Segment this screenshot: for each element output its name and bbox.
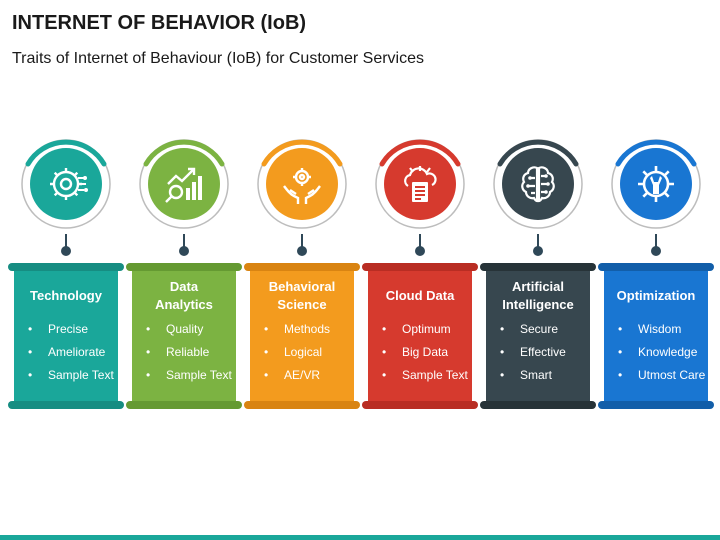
trait-bullet-item: Knowledge	[614, 344, 706, 361]
connector-dot	[533, 246, 543, 256]
trait-bullet-item: Optimum	[378, 321, 470, 338]
trait-bullet-item: Precise	[24, 321, 116, 338]
trait-title: Behavioral Science	[250, 277, 354, 315]
trait-column: OptimizationWisdomKnowledgeUtmost Care	[598, 130, 714, 412]
trait-bullet-item: Quality	[142, 321, 234, 338]
trait-bullet-item: Reliable	[142, 344, 234, 361]
trait-column: Cloud DataOptimumBig DataSample Text	[362, 130, 478, 412]
trait-title: Cloud Data	[368, 277, 472, 315]
trait-title-text: Technology	[30, 288, 102, 303]
trait-card: Artificial IntelligenceSecureEffectiveSm…	[480, 263, 596, 409]
connector-line	[655, 234, 657, 251]
trait-title-text: Data Analytics	[155, 279, 213, 312]
connector-dot	[297, 246, 307, 256]
connector-line	[419, 234, 421, 251]
scroll-roll-top	[362, 263, 478, 271]
scroll-roll-bottom	[362, 401, 478, 409]
page-title: INTERNET OF BEHAVIOR (IoB)	[12, 12, 307, 34]
trait-bullet-item: Sample Text	[142, 367, 234, 384]
connector-dot	[61, 246, 71, 256]
trait-bullet-item: Smart	[496, 367, 588, 384]
trait-card-body: Cloud DataOptimumBig DataSample Text	[368, 267, 472, 405]
connector-line	[537, 234, 539, 251]
trait-card-body: Behavioral ScienceMethodsLogicalAE/VR	[250, 267, 354, 405]
trait-bullet-list: QualityReliableSample Text	[142, 321, 234, 390]
chip-gear-icon	[30, 148, 102, 220]
hands-gear-icon	[266, 148, 338, 220]
page-subtitle: Traits of Internet of Behaviour (IoB) fo…	[12, 50, 425, 67]
trait-card-body: Artificial IntelligenceSecureEffectiveSm…	[486, 267, 590, 405]
scroll-roll-top	[480, 263, 596, 271]
scroll-roll-bottom	[126, 401, 242, 409]
trait-title-text: Artificial Intelligence	[502, 279, 574, 312]
gear-wrench-icon	[620, 148, 692, 220]
trait-card: Behavioral ScienceMethodsLogicalAE/VR	[244, 263, 360, 409]
scroll-roll-top	[126, 263, 242, 271]
trait-bullet-list: PreciseAmeliorateSample Text	[24, 321, 116, 390]
trait-bullet-item: Sample Text	[24, 367, 116, 384]
trait-column: Artificial IntelligenceSecureEffectiveSm…	[480, 130, 596, 412]
trait-title-text: Behavioral Science	[268, 279, 336, 312]
cloud-document-icon	[384, 148, 456, 220]
trait-card: OptimizationWisdomKnowledgeUtmost Care	[598, 263, 714, 409]
scroll-roll-bottom	[480, 401, 596, 409]
trait-card: Data AnalyticsQualityReliableSample Text	[126, 263, 242, 409]
trait-column: Behavioral ScienceMethodsLogicalAE/VR	[244, 130, 360, 412]
connector-line	[183, 234, 185, 251]
trait-bullet-list: SecureEffectiveSmart	[496, 321, 588, 390]
trait-card-body: Data AnalyticsQualityReliableSample Text	[132, 267, 236, 405]
trait-ring	[493, 139, 583, 229]
scroll-roll-top	[598, 263, 714, 271]
trait-bullet-item: Utmost Care	[614, 367, 706, 384]
trait-bullet-item: Methods	[260, 321, 352, 338]
trait-column: TechnologyPreciseAmeliorateSample Text	[8, 130, 124, 412]
connector-line	[301, 234, 303, 251]
scroll-roll-top	[8, 263, 124, 271]
brain-circuit-icon	[502, 148, 574, 220]
scroll-roll-bottom	[8, 401, 124, 409]
bottom-accent-bar	[0, 535, 720, 540]
trait-bullet-item: Big Data	[378, 344, 470, 361]
trait-ring	[21, 139, 111, 229]
scroll-roll-top	[244, 263, 360, 271]
trait-ring	[375, 139, 465, 229]
trait-card-body: OptimizationWisdomKnowledgeUtmost Care	[604, 267, 708, 405]
trait-card-body: TechnologyPreciseAmeliorateSample Text	[14, 267, 118, 405]
trait-title-text: Optimization	[616, 288, 696, 303]
trait-bullet-item: Ameliorate	[24, 344, 116, 361]
chart-magnifier-icon	[148, 148, 220, 220]
trait-ring	[139, 139, 229, 229]
trait-bullet-item: Wisdom	[614, 321, 706, 338]
scroll-roll-bottom	[598, 401, 714, 409]
trait-title: Technology	[14, 277, 118, 315]
trait-card: Cloud DataOptimumBig DataSample Text	[362, 263, 478, 409]
trait-title: Data Analytics	[132, 277, 236, 315]
connector-dot	[415, 246, 425, 256]
trait-column: Data AnalyticsQualityReliableSample Text	[126, 130, 242, 412]
trait-title: Artificial Intelligence	[486, 277, 590, 315]
connector-dot	[179, 246, 189, 256]
trait-ring	[257, 139, 347, 229]
trait-bullet-item: Secure	[496, 321, 588, 338]
trait-bullet-item: Logical	[260, 344, 352, 361]
trait-bullet-list: MethodsLogicalAE/VR	[260, 321, 352, 390]
trait-bullet-item: Effective	[496, 344, 588, 361]
trait-title: Optimization	[604, 277, 708, 315]
trait-bullet-list: OptimumBig DataSample Text	[378, 321, 470, 390]
connector-line	[65, 234, 67, 251]
trait-bullet-item: Sample Text	[378, 367, 470, 384]
trait-ring	[611, 139, 701, 229]
trait-bullet-item: AE/VR	[260, 367, 352, 384]
trait-card: TechnologyPreciseAmeliorateSample Text	[8, 263, 124, 409]
trait-bullet-list: WisdomKnowledgeUtmost Care	[614, 321, 706, 390]
scroll-roll-bottom	[244, 401, 360, 409]
trait-title-text: Cloud Data	[385, 288, 455, 303]
connector-dot	[651, 246, 661, 256]
